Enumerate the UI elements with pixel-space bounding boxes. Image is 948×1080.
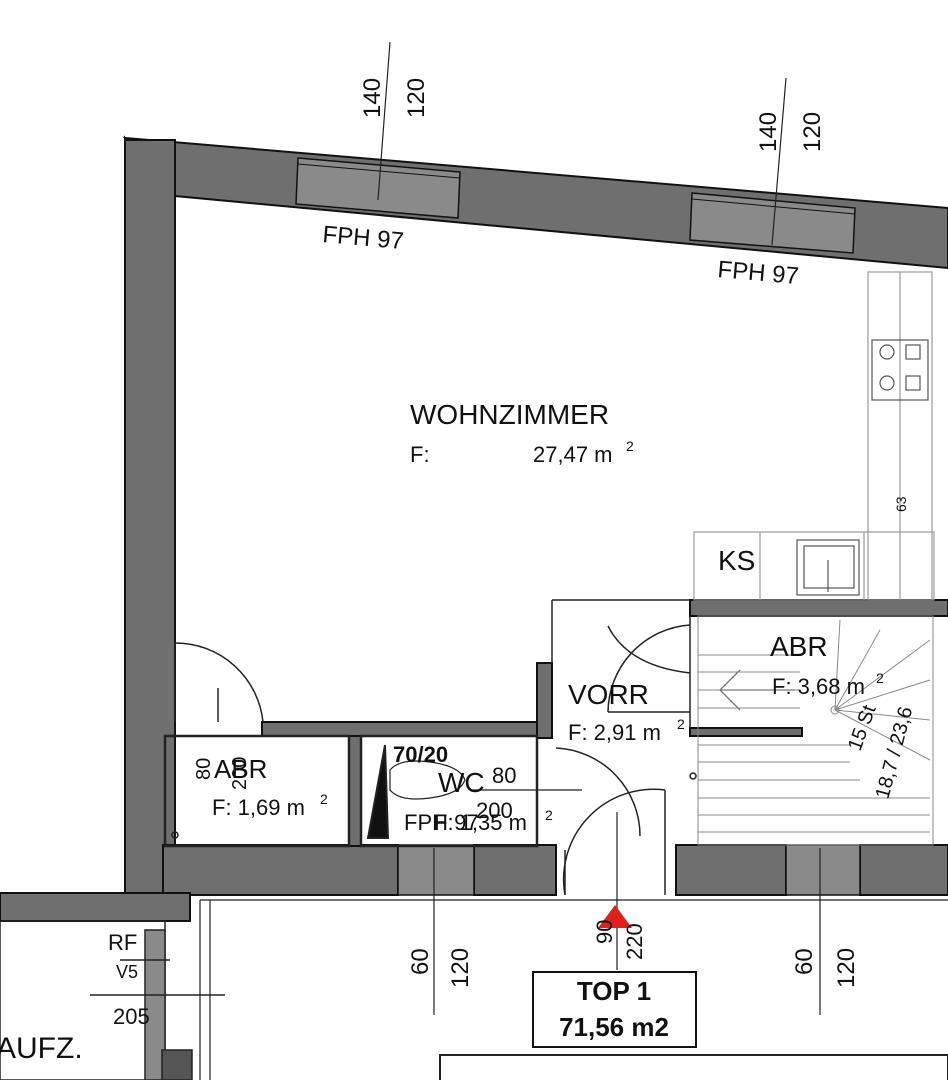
wall-bottom-4 [859, 844, 948, 896]
top-dim-2b: 120 [799, 112, 826, 152]
stairs [697, 615, 934, 846]
room-area-sup-abr-left: 2 [320, 791, 328, 807]
top-dim-1b: 120 [403, 78, 430, 118]
lift-rf: RF [108, 930, 137, 955]
wall-vorr-left [536, 662, 553, 739]
kitchen [693, 271, 935, 601]
wc-dim-width: 80 [492, 763, 516, 788]
window-top-2 [689, 192, 856, 254]
abr-left-dim-a: 80 [193, 758, 215, 780]
lift-v5: V5 [116, 962, 138, 982]
stairs-ratio: 18,7 / 23,6 [872, 704, 918, 801]
kitchen-dim: 63 [893, 496, 909, 512]
wall-bottom-2 [473, 844, 557, 896]
lift-dim: 205 [113, 1004, 150, 1029]
wall-corner-bl [0, 892, 191, 922]
bottom-dim-1b: 120 [447, 948, 474, 988]
bottom-windows [397, 844, 861, 896]
room-area-wohnzimmer: 27,47 m [533, 442, 613, 467]
wall-bottom-3 [675, 844, 787, 896]
room-name-vorr: VORR [568, 679, 649, 710]
stairs-count: 15 St [844, 702, 881, 754]
room-area-sup-wc: 2 [545, 807, 553, 823]
room-area-abr-left: F: 1,69 m [212, 795, 305, 820]
walls [0, 135, 948, 922]
fph-label-2: FPH 97 [716, 256, 799, 290]
room-name-wohnzimmer: WOHNZIMMER [410, 399, 609, 430]
wall-stairs-divider [689, 727, 803, 737]
room-name-wc: WC [438, 767, 485, 798]
bottom-box [439, 1054, 948, 1080]
entrance-marker [598, 905, 632, 928]
unit-area: 71,56 m2 [559, 1012, 669, 1042]
unit-box-frame [532, 971, 697, 1048]
top-windows [295, 157, 856, 254]
wall-bottom [162, 844, 399, 896]
top-dim-1a: 140 [359, 78, 386, 118]
window-bottom-2 [785, 844, 861, 896]
wc-dim-height: 200 [476, 798, 513, 823]
bottom-dim-2b: 120 [833, 948, 860, 988]
window-top-1 [295, 157, 461, 219]
room-area-sup-abr-right: 2 [876, 670, 884, 686]
vorr-doors [551, 599, 697, 896]
room-area-sup-vorr: 2 [677, 716, 685, 732]
bottom-dim-1a: 60 [407, 948, 434, 975]
room-area-abr-right: F: 3,68 m [772, 674, 865, 699]
abr-left-dim-b: 200 [229, 757, 251, 790]
window-bottom-1 [397, 844, 475, 896]
room-name-abr-left: ABR [214, 754, 267, 784]
abr-door [163, 642, 351, 848]
room-area-label-wohnzimmer: F: [410, 442, 430, 467]
wall-left-column [124, 139, 176, 896]
room-area-vorr: F: 2,91 m [568, 720, 661, 745]
wall-interior-h [261, 721, 553, 737]
wc-fph-label: FPH 97 [404, 810, 479, 835]
wall-abr-wc [348, 735, 362, 847]
unit-title: TOP 1 [577, 976, 651, 1006]
room-area-sup-wohnzimmer: 2 [626, 438, 634, 454]
lift-area [0, 920, 225, 1080]
room-name-abr-right: ABR [770, 631, 828, 662]
top-dim-2a: 140 [755, 112, 782, 152]
bottom-dim-2a: 60 [791, 948, 818, 975]
wall-stairs-top [689, 599, 948, 617]
lift-label: AUFZ. [0, 1032, 83, 1065]
ks-label: KS [718, 545, 755, 576]
entrance-dim-b: 220 [622, 923, 647, 960]
wc-room [359, 734, 582, 848]
fph-label-1: FPH 97 [321, 221, 404, 255]
wc-shaft-label: 70/20 [393, 742, 448, 767]
room-area-wc: F: 1,35 m [434, 810, 527, 835]
entrance-dim-a: 90 [592, 920, 617, 944]
